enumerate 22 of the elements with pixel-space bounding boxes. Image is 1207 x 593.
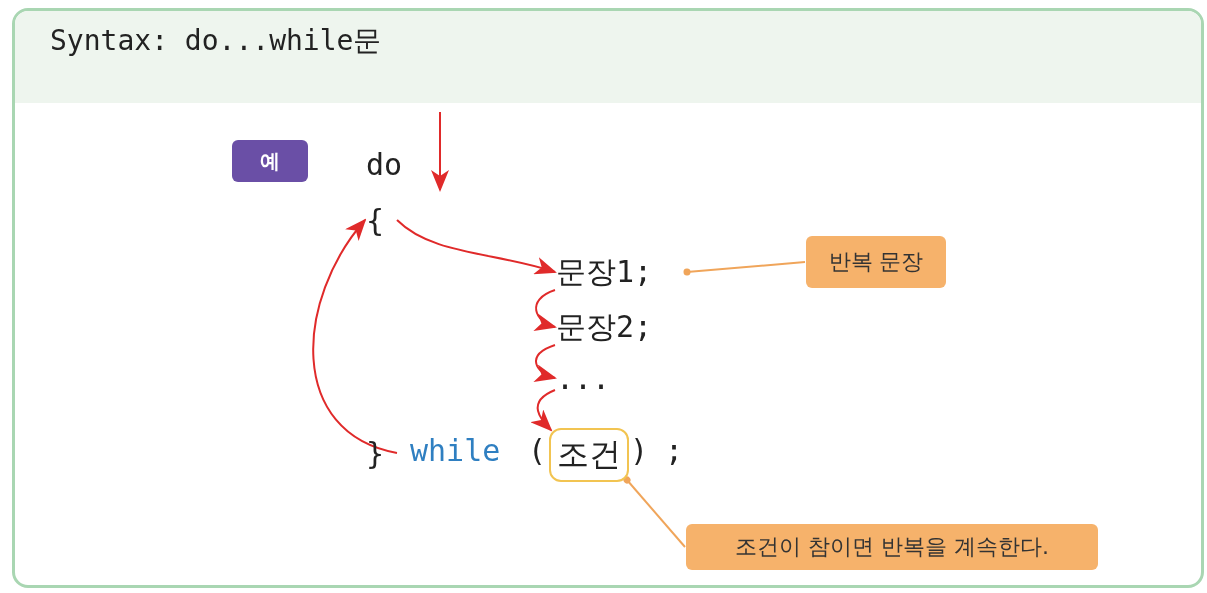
- code-text: ...: [556, 360, 616, 396]
- flow-arrow: [312, 218, 398, 454]
- code-text: {: [366, 198, 396, 242]
- code-text: 문장1;: [556, 248, 686, 296]
- code-text: ): [630, 433, 649, 468]
- leader-line: [623, 476, 686, 548]
- callout-note: 반복 문장: [806, 236, 946, 288]
- flow-arrow: [396, 219, 557, 275]
- panel-title: Syntax: do...while문: [50, 23, 382, 59]
- code-text: }: [366, 430, 396, 476]
- keyword-text: while: [410, 433, 501, 468]
- code-text: (: [528, 433, 547, 468]
- leader-line: [683, 261, 806, 276]
- flow-arrow: [530, 389, 556, 432]
- callout-note: 조건이 참이면 반복을 계속한다.: [686, 524, 1098, 570]
- example-badge: 예: [232, 140, 308, 182]
- code-text: do: [366, 142, 422, 186]
- flow-arrow: [533, 289, 557, 330]
- flow-arrow: [533, 344, 557, 381]
- code-text: ;: [665, 433, 684, 468]
- code-text: 문장2;: [556, 303, 686, 351]
- highlighted-condition: 조건: [549, 428, 629, 482]
